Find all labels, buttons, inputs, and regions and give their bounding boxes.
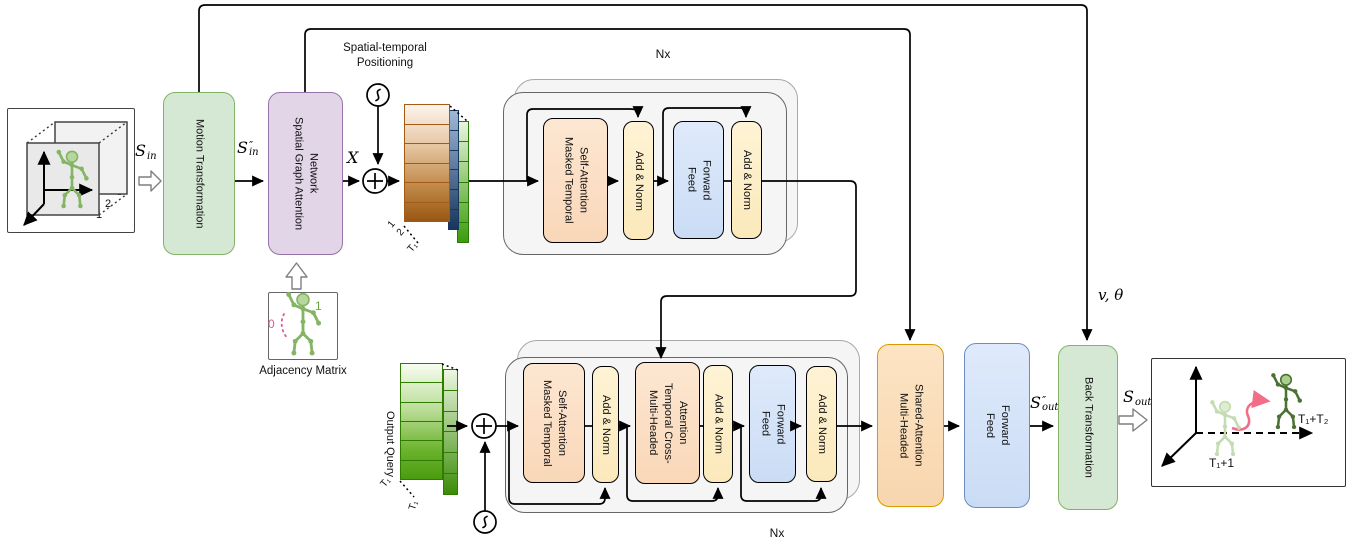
s-in-arrow-icon xyxy=(138,170,162,192)
encoder-nx-label: Nx xyxy=(655,47,671,61)
decoder-add-norm-1-box: Add & Norm xyxy=(592,366,619,483)
s-out-arrow-icon xyxy=(1118,408,1148,432)
adjacency-up-arrow-icon xyxy=(285,262,308,290)
encoder-add-norm-2-label: Add & Norm xyxy=(740,150,753,210)
s-out-double-prime-label: S ″ out xyxy=(1030,393,1059,413)
adjacency-matrix-box xyxy=(268,292,338,360)
plot-t1-plus-1-label: T₁+1 xyxy=(1209,456,1235,470)
decoder-add-norm-1-label: Add & Norm xyxy=(599,394,612,455)
positional-add-icon xyxy=(362,168,388,194)
decoder-masked-self-attention-label: Masked Temporal Self-Attention xyxy=(541,379,568,467)
back-transformation-label: Back Transformation xyxy=(1082,377,1095,478)
v-theta-label: v, θ xyxy=(1098,286,1124,304)
decoder-cross-attention-label: Multi-Headed Temporal Cross- Attention xyxy=(647,382,689,464)
sine-positional-encoding-icon xyxy=(366,83,390,107)
output-query-stack-front xyxy=(400,363,443,480)
query-add-icon xyxy=(471,413,497,439)
sine-positional-encoding-icon xyxy=(473,510,497,534)
adjacency-one-label: 1 xyxy=(315,299,322,313)
spatial-graph-attention-box: Spatial Graph Attention Network xyxy=(268,92,343,255)
decoder-masked-self-attention-box: Masked Temporal Self-Attention xyxy=(523,363,585,483)
adjacency-matrix-label: Adjacency Matrix xyxy=(259,365,347,377)
decoder-add-norm-2-label: Add & Norm xyxy=(712,394,725,454)
adjacency-zero-label: 0 xyxy=(268,317,275,331)
s-out-label: S out xyxy=(1123,387,1152,408)
encoder-stack-tick-2: 2 xyxy=(394,226,407,239)
plot-t1-plus-t2-label: T₁+T₂ xyxy=(1298,412,1329,426)
motion-transformation-box: Motion Transformation xyxy=(163,92,235,255)
spatial-temporal-positioning-label: Spatial-temporal Positioning xyxy=(343,42,427,69)
output-query-stack-back xyxy=(443,369,458,495)
input-sequence-cube xyxy=(7,108,135,233)
encoder-add-norm-1-label: Add & Norm xyxy=(632,150,645,211)
back-transformation-box: Back Transformation xyxy=(1058,345,1118,510)
decoder-feed-forward-box: Feed Forward xyxy=(749,365,796,483)
motion-transformation-label: Motion Transformation xyxy=(193,118,206,229)
x-feature-label: X xyxy=(347,148,359,167)
encoder-feed-forward-label: Feed Forward xyxy=(685,159,713,201)
output-query-tick-t1-b: T₁ xyxy=(407,499,421,512)
decoder-feed-forward-label: Feed Forward xyxy=(759,403,787,445)
output-query-label: Output Query xyxy=(383,410,396,477)
decoder-add-norm-2-box: Add & Norm xyxy=(703,365,733,483)
shared-attention-label: Multi-Headed Shared-Attention xyxy=(897,384,925,467)
encoder-add-norm-1-box: Add & Norm xyxy=(623,121,654,240)
encoder-input-stack-front xyxy=(404,104,450,222)
cube-t1-label: T₁ xyxy=(110,183,122,197)
s-in-double-prime-label: S ″ in xyxy=(237,138,259,158)
decoder-add-norm-3-box: Add & Norm xyxy=(806,366,837,482)
shared-attention-box: Multi-Headed Shared-Attention xyxy=(877,344,944,507)
encoder-masked-self-attention-box: Masked Temporal Self-Attention xyxy=(543,118,608,243)
encoder-masked-self-attention-label: Masked Temporal Self-Attention xyxy=(562,137,590,224)
decoder-nx-label: Nx xyxy=(769,526,785,540)
cube-1-label: 1 xyxy=(96,209,103,221)
decoder-cross-attention-box: Multi-Headed Temporal Cross- Attention xyxy=(635,362,700,484)
encoder-add-norm-2-box: Add & Norm xyxy=(731,121,762,239)
encoder-stack-tick-t1: T₁ xyxy=(405,240,421,255)
spatial-graph-attention-label: Spatial Graph Attention Network xyxy=(292,116,320,231)
final-feed-forward-label: Feed Forward xyxy=(984,405,1011,446)
final-feed-forward-box: Feed Forward xyxy=(964,343,1030,508)
encoder-feed-forward-box: Feed Forward xyxy=(673,121,724,239)
cube-2-label: 2 xyxy=(105,198,112,210)
s-in-label: S in xyxy=(135,141,157,162)
decoder-add-norm-3-label: Add & Norm xyxy=(815,394,828,454)
